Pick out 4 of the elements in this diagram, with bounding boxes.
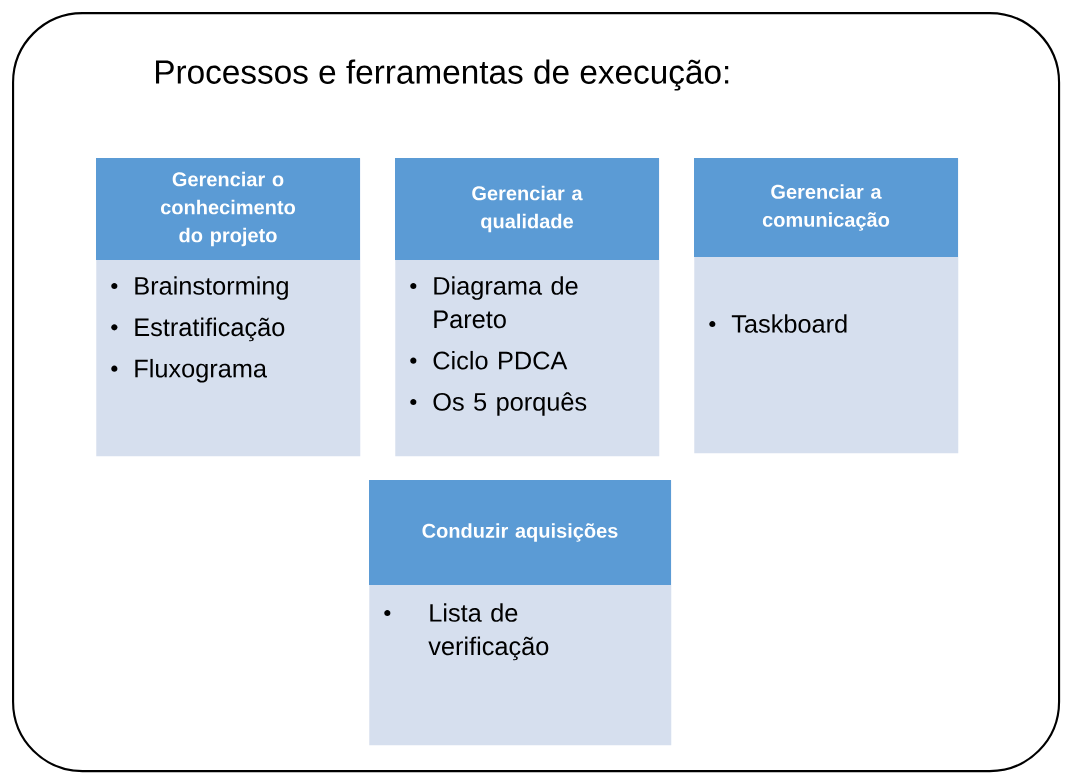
list-box: Gerenciar a comunicação Taskboard [694, 158, 959, 454]
list-box: Gerenciar o conhecimento do projeto Brainstorming Estratificação Fluxograma [96, 158, 361, 457]
list-box: Gerenciar a qualidade Diagrama de Pareto Ciclo PDCA Os 5 porquês [395, 158, 660, 457]
list-box: Conduzir aquisições Lista de verificação [369, 480, 672, 746]
